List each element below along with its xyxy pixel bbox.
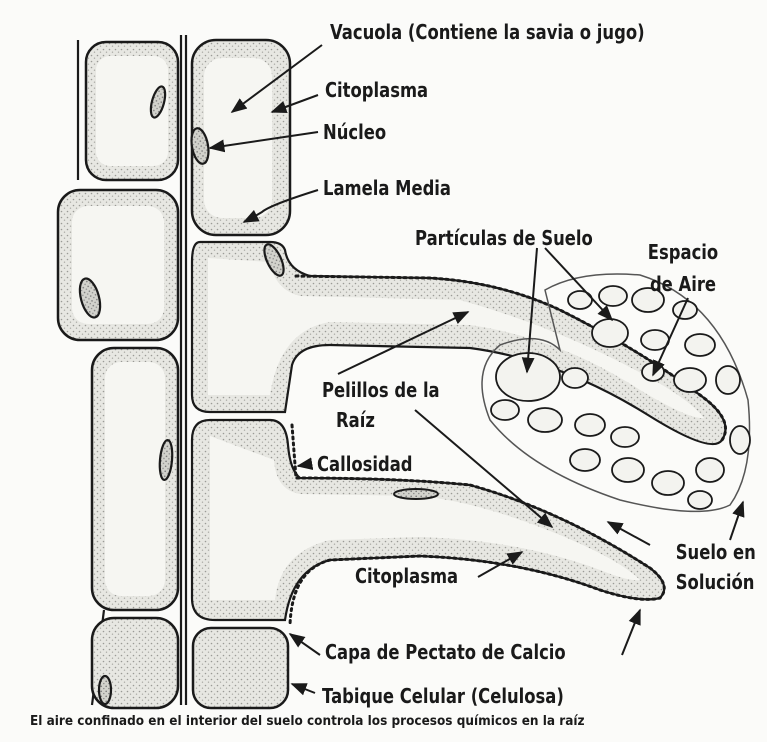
label-espacio-line2: de Aire xyxy=(648,272,719,296)
label-citoplasma-top: Citoplasma xyxy=(325,78,428,102)
label-lamela-media: Lamela Media xyxy=(323,176,451,200)
label-suelo-line1: Suelo en xyxy=(676,540,747,564)
label-nucleo: Núcleo xyxy=(323,120,386,144)
callosity xyxy=(394,489,438,499)
label-capa-de-pectato: Capa de Pectato de Calcio xyxy=(325,640,566,664)
label-suelo-line2: Solución xyxy=(676,570,747,594)
label-pelillos-line1: Pelillos de la xyxy=(322,378,440,402)
label-pelillos-line2: Raíz xyxy=(336,408,375,432)
figure-caption: El aire confinado en el interior del sue… xyxy=(30,714,585,729)
label-espacio-line1: Espacio xyxy=(648,240,719,264)
label-vacuola: Vacuola (Contiene la savia o jugo) xyxy=(330,20,645,44)
label-particulas-de-suelo: Partículas de Suelo xyxy=(415,226,593,250)
label-callosidad: Callosidad xyxy=(317,452,413,476)
label-tabique-celular: Tabique Celular (Celulosa) xyxy=(322,684,564,708)
label-citoplasma-bottom: Citoplasma xyxy=(355,564,458,588)
left-column-cells xyxy=(58,42,178,708)
